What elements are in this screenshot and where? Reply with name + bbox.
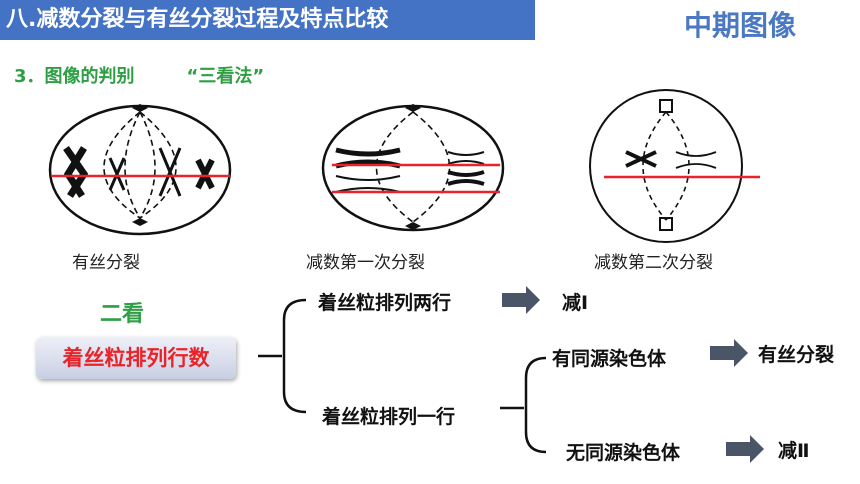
subtitle-text: 3．图像的判别	[14, 66, 135, 87]
node-homologous: 有同源染色体	[552, 348, 667, 370]
corner-title: 中期图像	[683, 9, 796, 42]
subtitle: 3．图像的判别 “三看法”	[14, 62, 264, 88]
node-no-homologous: 无同源染色体	[566, 442, 681, 464]
meiosis1-cell	[321, 104, 505, 232]
node-two-rows: 着丝粒排列两行	[318, 292, 452, 314]
caption-meiosis2: 减数第二次分裂	[594, 253, 713, 273]
arrow-icon	[502, 286, 764, 463]
meiosis2-cell	[589, 89, 760, 243]
node-meiosis1-result: 减Ⅰ	[562, 292, 589, 314]
node-one-row: 着丝粒排列一行	[322, 406, 456, 428]
caption-meiosis1: 减数第一次分裂	[306, 253, 425, 273]
method-label: “三看法”	[186, 66, 265, 87]
main-bracket	[282, 298, 307, 414]
slide-title: 八.减数分裂与有丝分裂过程及特点比较	[0, 0, 535, 40]
mitosis-cell	[48, 104, 232, 236]
node-meiosis2-result: 减Ⅱ	[778, 440, 810, 462]
criterion-box: 着丝粒排列行数	[36, 337, 236, 379]
step-label: 二看	[100, 302, 145, 327]
second-bracket	[524, 356, 547, 454]
node-mitosis-result: 有丝分裂	[758, 344, 835, 366]
caption-mitosis: 有丝分裂	[72, 253, 140, 273]
